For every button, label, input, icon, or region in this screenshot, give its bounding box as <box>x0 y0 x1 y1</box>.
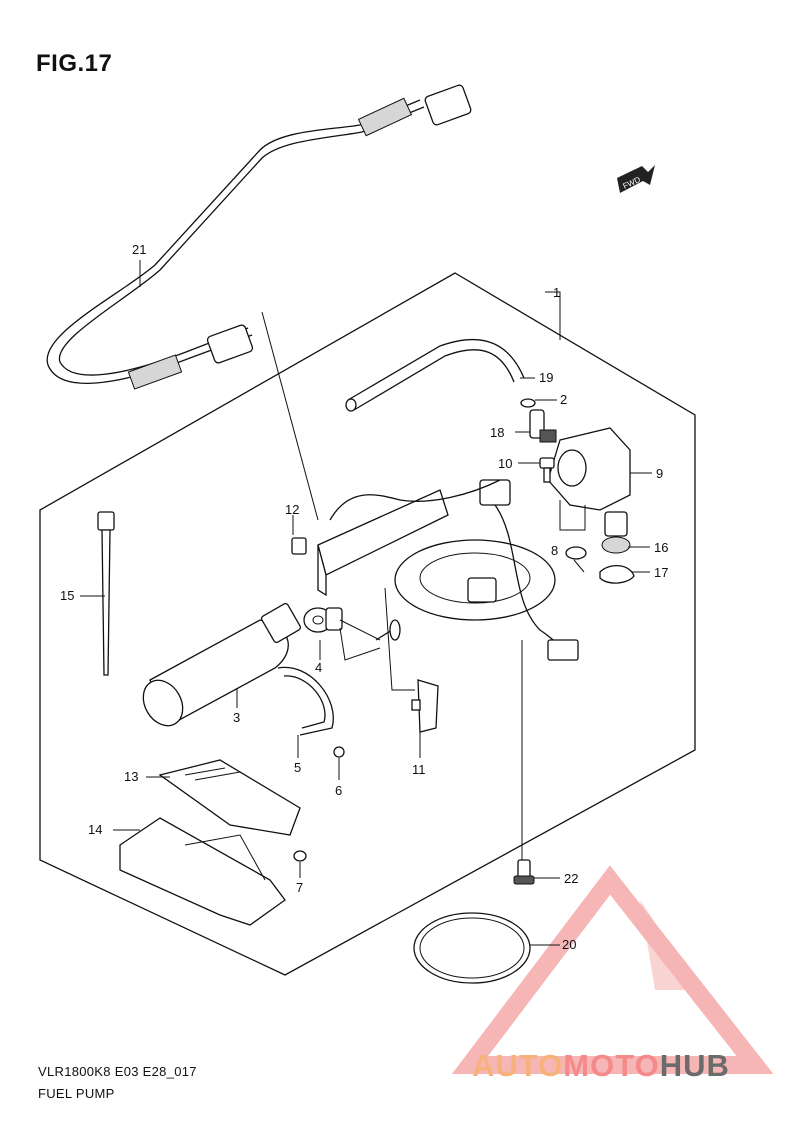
section-name: FUEL PUMP <box>38 1086 115 1101</box>
filter-case-14 <box>119 817 286 926</box>
callout-15: 15 <box>60 588 74 603</box>
callout-13: 13 <box>124 769 138 784</box>
callout-12: 12 <box>285 502 299 517</box>
fuel-hose-19 <box>345 338 525 412</box>
callout-10: 10 <box>498 456 512 471</box>
model-code: VLR1800K8 E03 E28_017 <box>38 1064 197 1079</box>
callout-2: 2 <box>560 392 567 407</box>
bolt-22 <box>513 859 535 885</box>
filter-13 <box>158 759 301 836</box>
callout-5: 5 <box>294 760 301 775</box>
watermark-text: AUTOMOTOHUB <box>472 1048 730 1084</box>
callout-4: 4 <box>315 660 322 675</box>
pump-plate-bracket <box>317 479 579 661</box>
fwd-arrow-icon: FWD <box>617 165 655 193</box>
pump-band-5 <box>277 666 334 736</box>
callout-22: 22 <box>564 871 578 886</box>
bracket-11 <box>411 679 439 733</box>
watermark-part-auto: AUTO <box>472 1048 564 1083</box>
screw-10 <box>539 457 555 483</box>
cushion-4 <box>303 607 343 633</box>
callout-3: 3 <box>233 710 240 725</box>
hose-clip-2 <box>520 398 536 408</box>
callout-6: 6 <box>335 783 342 798</box>
callout-11: 11 <box>412 762 426 777</box>
wiring-harness-21 <box>46 84 472 390</box>
cable-tie-15 <box>97 511 115 676</box>
figure-title: FIG.17 <box>36 50 113 77</box>
callout-1: 1 <box>553 285 560 300</box>
watermark-logo <box>451 865 774 1074</box>
screw-6 <box>333 746 345 758</box>
callout-8: 8 <box>551 543 558 558</box>
callout-9: 9 <box>656 466 663 481</box>
callout-labels: 1 2 3 4 5 6 7 8 9 10 11 12 13 14 15 16 1… <box>60 242 668 952</box>
callout-21: 21 <box>132 242 146 257</box>
regulator-holder-9 <box>547 427 631 531</box>
pressure-regulator-16 <box>601 511 631 554</box>
callout-7: 7 <box>296 880 303 895</box>
leader-lines <box>80 260 652 946</box>
callout-18: 18 <box>490 425 504 440</box>
assembly-outline <box>39 272 696 976</box>
callout-20: 20 <box>562 937 576 952</box>
callout-14: 14 <box>88 822 102 837</box>
callout-19: 19 <box>539 370 553 385</box>
washer-7 <box>293 850 307 862</box>
outlet-fitting-18 <box>529 409 557 443</box>
connector-12 <box>291 537 307 555</box>
watermark-part-moto: MOTO <box>563 1048 660 1083</box>
callout-17: 17 <box>654 565 668 580</box>
o-ring-8 <box>565 546 587 560</box>
gasket-20 <box>413 912 531 984</box>
fuel-pump-3 <box>142 602 302 727</box>
watermark-part-hub: HUB <box>659 1048 730 1083</box>
callout-16: 16 <box>654 540 668 555</box>
regulator-clip-17 <box>599 565 635 584</box>
